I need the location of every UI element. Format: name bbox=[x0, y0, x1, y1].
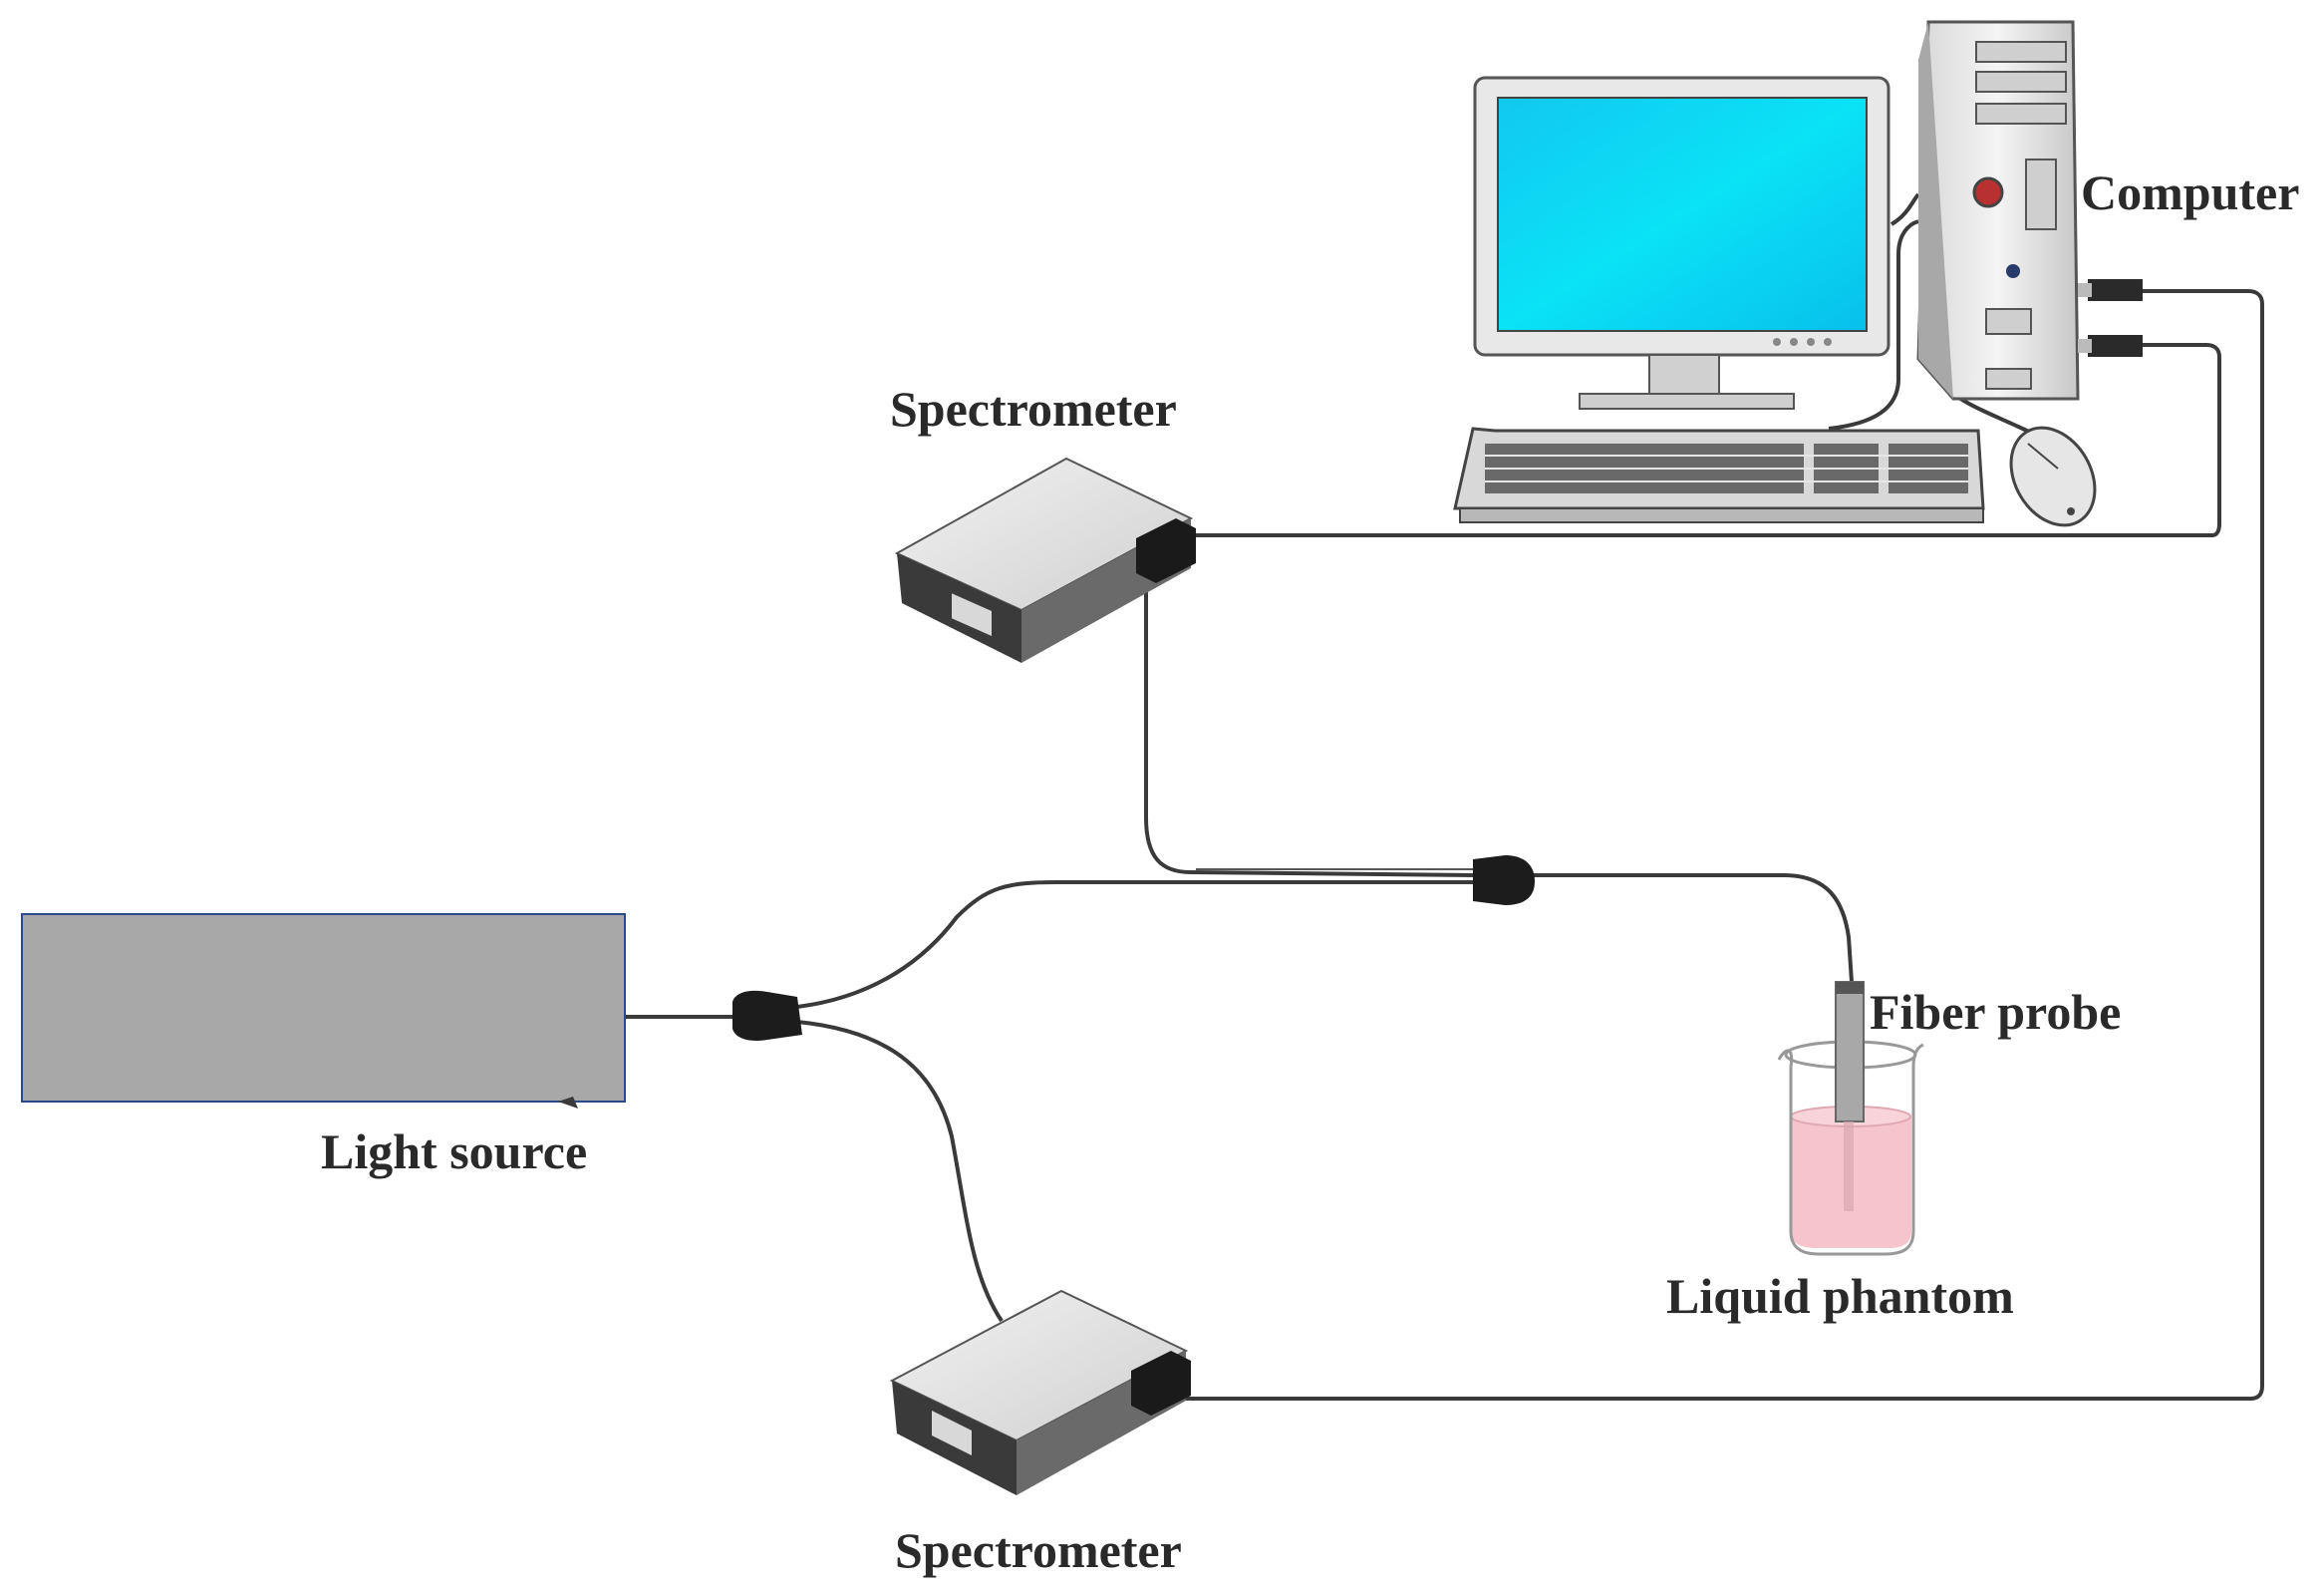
fiber-connector-icon bbox=[1473, 855, 1535, 905]
cable-monitor bbox=[1889, 192, 1920, 226]
beaker-icon bbox=[1777, 981, 1924, 1256]
label-spectrometer-bottom: Spectrometer bbox=[895, 1522, 1182, 1578]
cable-coupler-upper bbox=[796, 880, 1475, 1009]
mouse bbox=[2009, 426, 2097, 527]
cable-spectrometer-top-to-computer bbox=[1181, 343, 2221, 537]
label-liquid-phantom: Liquid phantom bbox=[1666, 1268, 2014, 1324]
cable-connector-to-probe bbox=[1525, 873, 1854, 983]
spectrometer-top-icon bbox=[894, 457, 1196, 663]
cable-spectrometer-bottom-to-computer bbox=[1176, 289, 2264, 1401]
cable-keyboard bbox=[1828, 219, 1919, 431]
monitor-screen bbox=[1497, 97, 1868, 332]
fiber-probe bbox=[1835, 981, 1865, 1122]
usb-plug-1 bbox=[2088, 279, 2143, 301]
spectrometer-bottom-icon bbox=[889, 1289, 1191, 1495]
light-source-icon bbox=[21, 913, 626, 1109]
power-button bbox=[1972, 176, 2004, 208]
label-light-source: Light source bbox=[321, 1123, 588, 1179]
label-computer: Computer bbox=[2081, 164, 2300, 220]
cable-coupler-lower bbox=[796, 1020, 1004, 1323]
label-spectrometer-top: Spectrometer bbox=[890, 381, 1177, 437]
fiber-coupler-icon bbox=[732, 990, 802, 1041]
label-fiber-probe: Fiber probe bbox=[1870, 984, 2122, 1040]
desktop-computer-icon bbox=[1453, 20, 2143, 527]
cable-spectrometer-top-to-fiber bbox=[1144, 568, 1476, 877]
usb-plug-2 bbox=[2088, 335, 2143, 357]
cables bbox=[625, 192, 2264, 1401]
